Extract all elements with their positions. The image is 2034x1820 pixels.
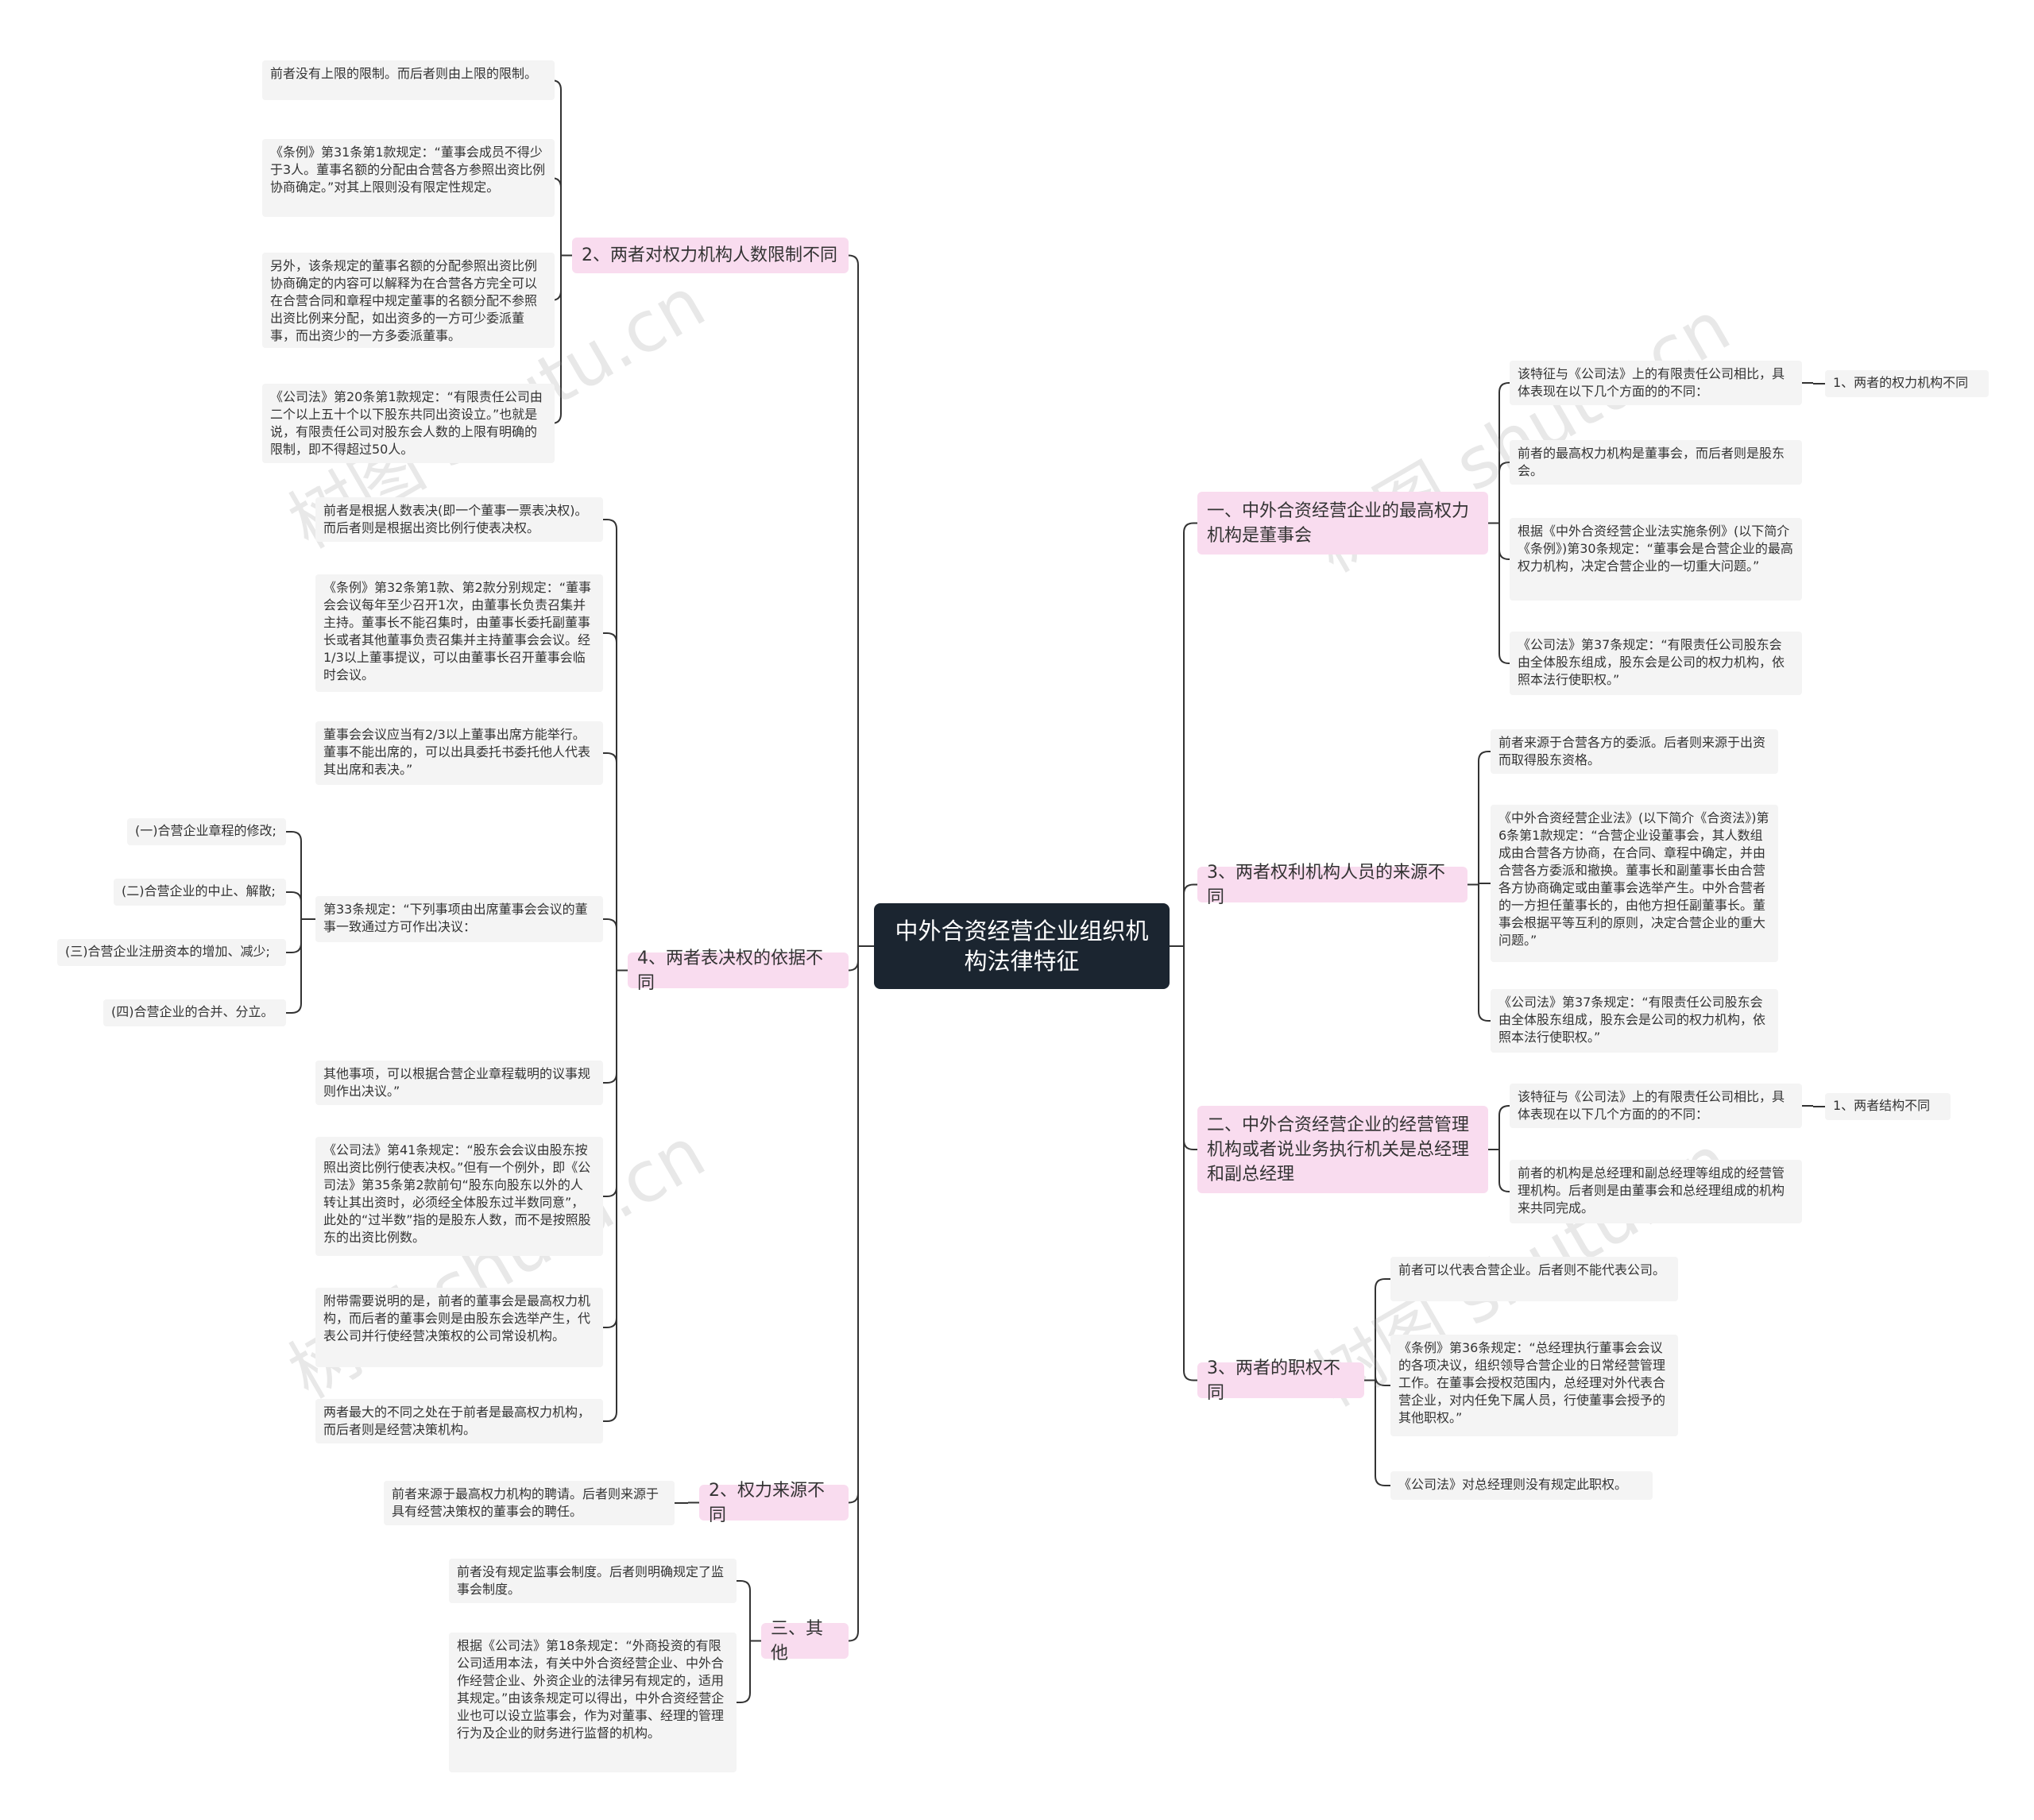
- leaf-left-2-7: 附带需要说明的是，前者的董事会是最高权力机构，而后者的董事会则是由股东会选举产生…: [315, 1288, 603, 1367]
- connector: [603, 632, 617, 971]
- leaf-left-2-1: 前者是根据人数表决(即一个董事一票表决权)。而后者则是根据出资比例行使表决权。: [315, 497, 603, 542]
- branch-left-1[interactable]: 2、两者对权力机构人数限制不同: [572, 238, 849, 273]
- connector: [848, 254, 859, 946]
- branch-left-2[interactable]: 4、两者表决权的依据不同: [628, 949, 849, 993]
- leaf-right-4-1: 前者可以代表合营企业。后者则不能代表公司。: [1390, 1257, 1678, 1301]
- branch-right-1[interactable]: 一、中外合资经营企业的最高权力机构是董事会: [1197, 492, 1488, 555]
- connector: [1375, 1380, 1390, 1486]
- subleaf-left-2-4-4: (四)合营企业的合并、分立。: [103, 999, 286, 1026]
- leaf-right-2-3: 《公司法》第37条规定：“有限责任公司股东会由全体股东组成，股东会是公司的权力机…: [1491, 989, 1778, 1053]
- subleaf-right-3-1-1: 1、两者结构不同: [1825, 1093, 1951, 1120]
- branch-left-3[interactable]: 2、权力来源不同: [699, 1481, 849, 1525]
- leaf-right-2-1: 前者来源于合营各方的委派。后者则来源于出资而取得股东资格。: [1491, 729, 1778, 774]
- connector: [286, 919, 302, 1014]
- subleaf-left-2-4-2: (二)合营企业的中止、解散;: [114, 879, 286, 906]
- connector: [1478, 751, 1491, 885]
- connector: [603, 918, 617, 971]
- connector: [1375, 1278, 1390, 1381]
- leaf-left-4-2: 根据《公司法》第18条规定：“外商投资的有限公司适用本法，有关中外合资经营企业、…: [449, 1633, 737, 1772]
- leaf-left-2-2: 《条例》第32条第1款、第2款分别规定：“董事会会议每年至少召开1次，由董事长负…: [315, 574, 603, 692]
- branch-right-2[interactable]: 3、两者权利机构人员的来源不同: [1197, 863, 1467, 907]
- leaf-right-2-2: 《中外合资经营企业法》(以下简介《合资法》)第6条第1款规定：“合营企业设董事会…: [1491, 805, 1778, 962]
- leaf-left-2-4: 第33条规定：“下列事项由出席董事会会议的董事一致通过方可作出决议：: [315, 896, 603, 942]
- connector: [1375, 1375, 1390, 1386]
- leaf-right-1-1: 该特征与《公司法》上的有限责任公司相比，具体表现在以下几个方面的的不同：: [1510, 361, 1802, 405]
- subleaf-right-1-1-1: 1、两者的权力机构不同: [1825, 370, 1989, 397]
- connector: [1498, 462, 1510, 524]
- connector: [1183, 946, 1197, 1381]
- connector: [848, 946, 859, 1504]
- leaf-right-1-3: 根据《中外合资经营企业法实施条例》(以下简介《条例》)第30条规定：“董事会是合…: [1510, 518, 1802, 601]
- connector: [737, 1580, 751, 1641]
- branch-right-4[interactable]: 3、两者的职权不同: [1197, 1358, 1364, 1403]
- leaf-right-3-2: 前者的机构是总经理和副总经理等组成的经营管理机构。后者则是由董事会和总经理组成的…: [1510, 1160, 1802, 1223]
- connector: [1498, 1105, 1510, 1150]
- connector: [848, 946, 859, 972]
- leaf-right-4-3: 《公司法》对总经理则没有规定此职权。: [1390, 1471, 1653, 1500]
- connector: [603, 970, 617, 1084]
- leaf-left-1-3: 另外，该条规定的董事名额的分配参照出资比例协商确定的内容可以解释为在合营各方完全…: [262, 253, 555, 348]
- leaf-left-3-1: 前者来源于最高权力机构的聘请。后者则来源于具有经营决策权的董事会的聘任。: [384, 1481, 675, 1525]
- leaf-left-1-4: 《公司法》第20条第1款规定：“有限责任公司由二个以上五十个以下股东共同出资设立…: [262, 384, 555, 463]
- leaf-right-3-1: 该特征与《公司法》上的有限责任公司相比，具体表现在以下几个方面的的不同：: [1510, 1084, 1802, 1128]
- leaf-left-2-5: 其他事项，可以根据合营企业章程载明的议事规则作出决议。”: [315, 1061, 603, 1105]
- connector: [1498, 523, 1510, 560]
- connector: [1183, 883, 1197, 946]
- leaf-right-1-4: 《公司法》第37条规定：“有限责任公司股东会由全体股东组成，股东会是公司的权力机…: [1510, 632, 1802, 695]
- connector: [1498, 523, 1510, 664]
- leaf-right-1-2: 前者的最高权力机构是董事会，而后者则是股东会。: [1510, 440, 1802, 485]
- root-topic[interactable]: 中外合资经营企业组织机构法律特征: [874, 903, 1170, 989]
- leaf-left-1-1: 前者没有上限的限制。而后者则由上限的限制。: [262, 60, 555, 100]
- connector: [286, 919, 302, 953]
- connector: [603, 970, 617, 1328]
- connector: [1183, 946, 1197, 1150]
- leaf-left-1-2: 《条例》第31条第1款规定：“董事会成员不得少于3人。董事名额的分配由合营各方参…: [262, 139, 555, 217]
- connector: [286, 891, 302, 919]
- subleaf-left-2-4-3: (三)合营企业注册资本的增加、减少;: [57, 939, 286, 966]
- connector: [1183, 522, 1197, 946]
- leaf-left-2-3: 董事会会议应当有2/3以上董事出席方能举行。董事不能出席的，可以出具委托书委托他…: [315, 721, 603, 785]
- subleaf-left-2-4-1: (一)合营企业章程的修改;: [127, 818, 286, 845]
- connector: [286, 831, 302, 919]
- connector: [603, 970, 617, 1422]
- connector: [1498, 382, 1510, 524]
- connector: [603, 752, 617, 971]
- branch-left-4[interactable]: 三、其他: [761, 1619, 849, 1664]
- leaf-left-4-1: 前者没有规定监事会制度。后者则明确规定了监事会制度。: [449, 1559, 737, 1603]
- leaf-left-2-6: 《公司法》第41条规定：“股东会会议由股东按照出资比例行使表决权。”但有一个例外…: [315, 1137, 603, 1256]
- branch-right-3[interactable]: 二、中外合资经营企业的经营管理机构或者说业务执行机关是总经理和副总经理: [1197, 1106, 1488, 1193]
- connector: [1478, 884, 1491, 1022]
- leaf-right-4-2: 《条例》第36条规定：“总经理执行董事会会议的各项决议，组织领导合营企业的日常经…: [1390, 1335, 1678, 1436]
- connector: [848, 946, 859, 1642]
- connector: [737, 1640, 751, 1703]
- leaf-left-2-8: 两者最大的不同之处在于前者是最高权力机构，而后者则是经营决策机构。: [315, 1399, 603, 1443]
- connector: [603, 519, 617, 971]
- connector: [1498, 1150, 1510, 1192]
